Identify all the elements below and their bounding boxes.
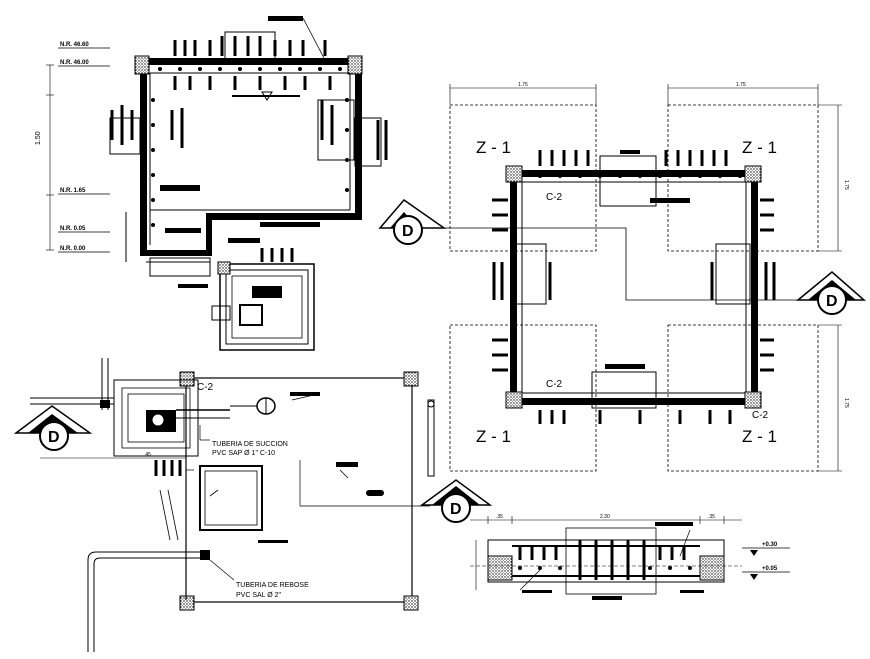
- level-nr3: N.R. 1.65: [60, 188, 86, 194]
- dim-top-left: 1.75: [518, 82, 528, 88]
- dim-right-top: 1.75: [843, 180, 849, 190]
- zone-z1-top-right: Z - 1: [742, 138, 777, 157]
- dim-section-width: 2.30: [600, 514, 610, 520]
- dim-right-bottom: 1.75: [843, 398, 849, 408]
- section-label-d2: D: [826, 293, 838, 310]
- suction-pipe-note-line1: TUBERIA DE SUCCION: [212, 441, 288, 448]
- section-label-d4: D: [450, 501, 462, 518]
- dim-left-height: 1.50: [35, 131, 42, 145]
- tank-section: 1.50 N.R. 46.60 N.R. 46.00 N.R. 1.65 N.R…: [35, 16, 388, 351]
- section-marker-3: D: [13, 405, 93, 451]
- level-section-top: +0.30: [762, 542, 778, 548]
- section-marker-1: D: [378, 198, 447, 245]
- overflow-pipe-note-line2: PVC SAL Ø 2": [236, 592, 282, 599]
- column-c2-top: C-2: [546, 192, 563, 203]
- footing-plan: 1.75 1.75 1.75 1.75: [440, 82, 849, 472]
- level-nr2: N.R. 46.00: [60, 60, 89, 66]
- zone-z1-top-left: Z - 1: [476, 138, 511, 157]
- dim-plan-small: .45: [144, 452, 151, 458]
- column-c2-right: C-2: [752, 410, 769, 421]
- dim-top-right: 1.75: [736, 82, 746, 88]
- level-nr1: N.R. 46.60: [60, 42, 89, 48]
- section-marker-2: D: [795, 271, 866, 315]
- level-section-bottom: +0.05: [762, 566, 778, 572]
- suction-pipe-note-line2: PVC SAP Ø 1" C-10: [212, 450, 275, 457]
- level-nr5: N.R. 0.00: [60, 246, 86, 252]
- overflow-pipe-note-line1: TUBERIA DE REBOSE: [236, 582, 309, 589]
- column-c2-bottom: C-2: [546, 379, 563, 390]
- section-marker-4: D: [419, 479, 493, 523]
- dim-section-left: .35: [496, 514, 503, 520]
- beam-section: .35 2.30 .35 +0.: [470, 514, 790, 600]
- section-label-d3: D: [48, 429, 60, 446]
- level-nr4: N.R. 0.05: [60, 226, 86, 232]
- zone-z1-bottom-left: Z - 1: [476, 427, 511, 446]
- dim-section-right: .35: [708, 514, 715, 520]
- zone-z1-bottom-right: Z - 1: [742, 427, 777, 446]
- column-c2-plan: C-2: [197, 382, 214, 393]
- section-label-d1: D: [402, 223, 414, 240]
- cistern-plan: C-2 .45 TUBERIA DE SUCCION PVC: [30, 358, 435, 652]
